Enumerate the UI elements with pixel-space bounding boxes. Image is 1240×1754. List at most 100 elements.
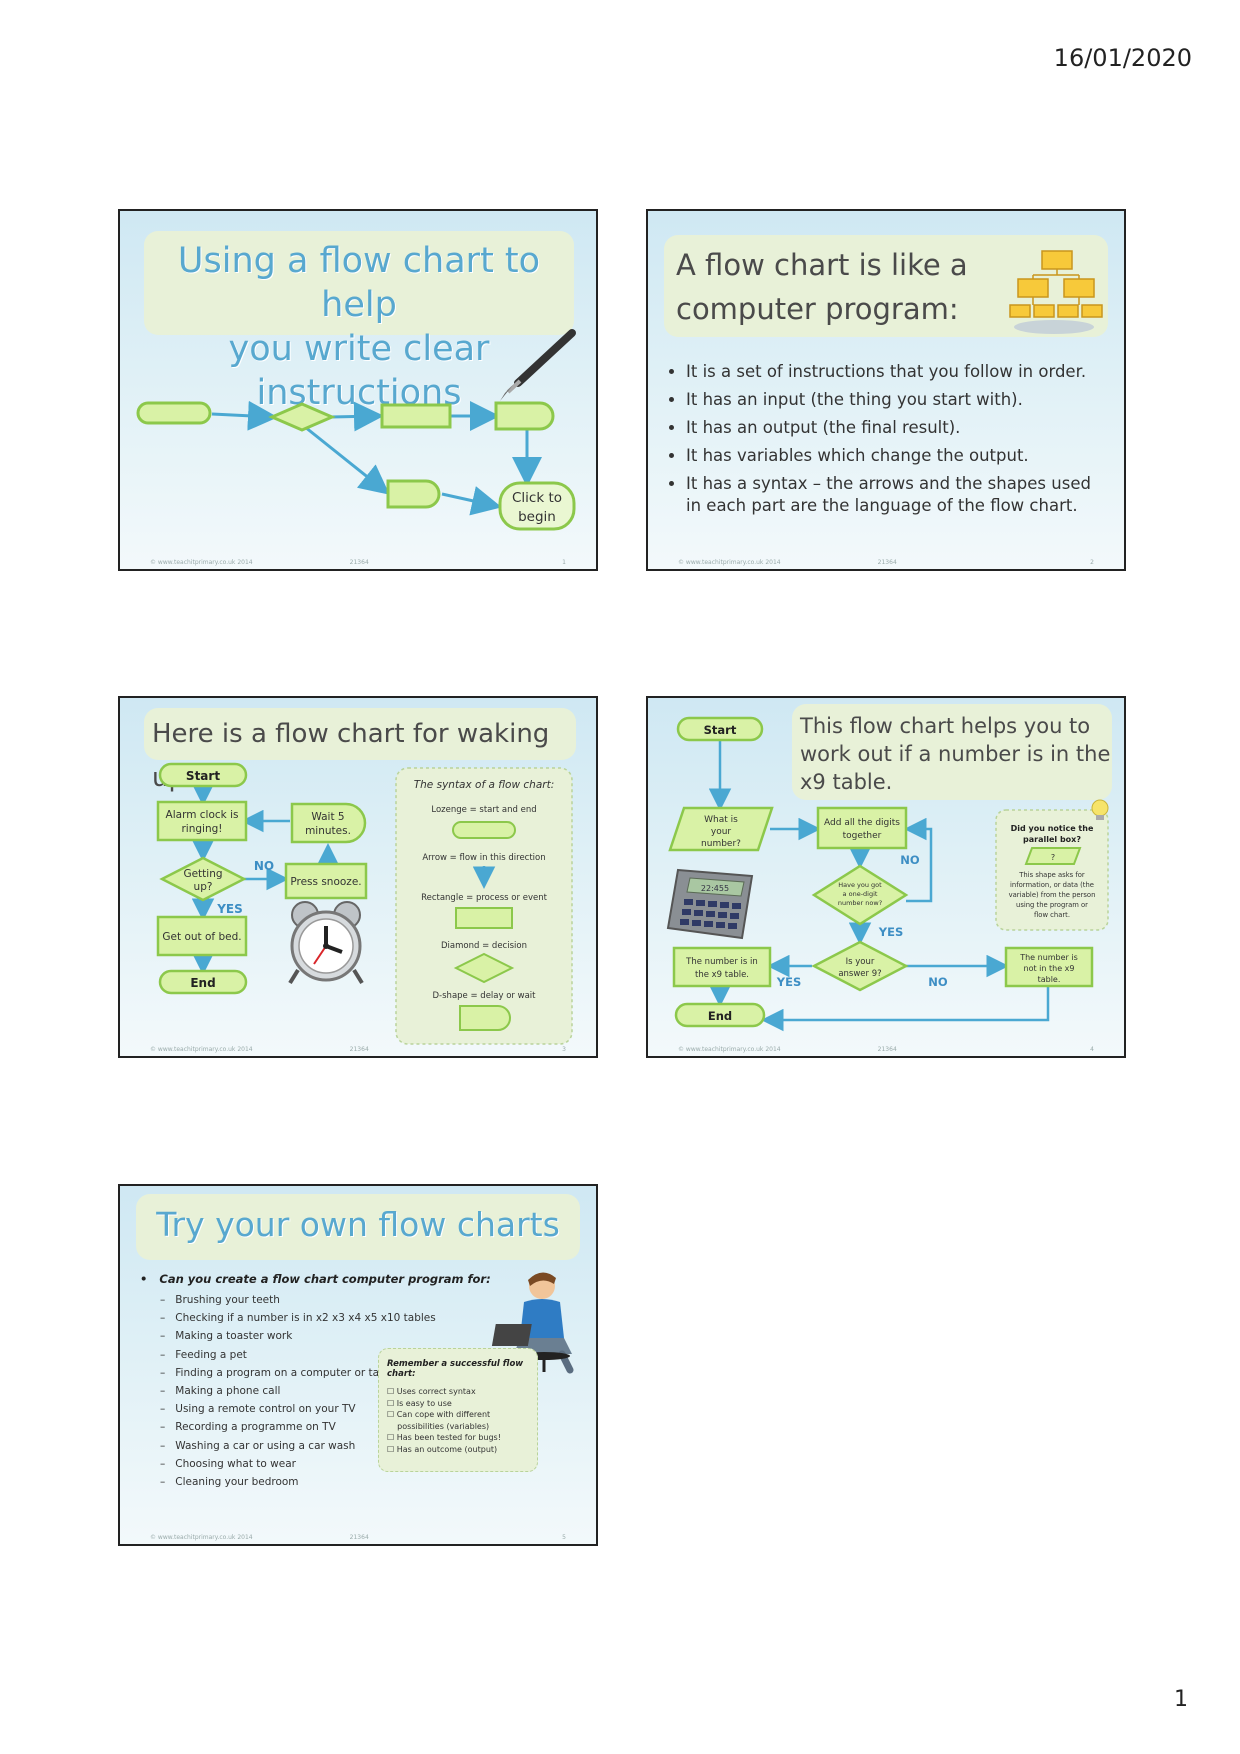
end-lozenge: End <box>674 1002 766 1028</box>
title-panel: Here is a flow chart for waking up <box>144 708 576 793</box>
bullet-item: It is a set of instructions that you fol… <box>686 361 1108 383</box>
task-list: – Brushing your teeth– Checking if a num… <box>160 1291 436 1491</box>
page-date: 16/01/2020 <box>1053 44 1192 72</box>
svg-text:Start: Start <box>704 723 737 737</box>
remember-panel: Remember a successful flow chart: ☐ Uses… <box>378 1348 538 1472</box>
svg-text:Add all the digits: Add all the digits <box>824 818 900 828</box>
slide-1[interactable]: Using a flow chart to help you write cle… <box>118 209 598 571</box>
slide-title: Try your own flow charts <box>156 1205 560 1244</box>
person-at-laptop-icon <box>491 1272 574 1374</box>
svg-text:minutes.: minutes. <box>305 825 351 837</box>
list-item: – Feeding a pet <box>160 1348 247 1361</box>
svg-text:Did you notice the: Did you notice the <box>1011 824 1094 833</box>
list-item: – Making a phone call <box>160 1385 281 1398</box>
svg-text:answer 9?: answer 9? <box>838 969 881 979</box>
flow-diagram: Click to begin <box>136 329 576 531</box>
svg-text:your: your <box>711 827 732 837</box>
svg-text:Arrow = flow in this direction: Arrow = flow in this direction <box>422 853 545 863</box>
question-bullet: • Can you create a flow chart computer p… <box>140 1272 491 1286</box>
svg-text:End: End <box>708 1009 732 1023</box>
calculator-icon: 22:455 <box>666 868 754 940</box>
checklist-item: ☐ Has an outcome (output) <box>387 1444 498 1454</box>
list-item: – Checking if a number is in x2 x3 x4 x5… <box>160 1312 436 1325</box>
slide-title: This flow chart helps you to work out if… <box>800 714 1111 794</box>
d-shape <box>386 479 441 509</box>
checklist-item: ☐ Is easy to use <box>387 1398 452 1408</box>
slide-2[interactable]: A flow chart is like a computer program:… <box>646 209 1126 571</box>
svg-text:Have you got: Have you got <box>838 881 882 889</box>
list-item: – Washing a car or using a car wash <box>160 1439 356 1452</box>
checkbox-icon: ☐ <box>387 1433 397 1443</box>
rectangle-shape <box>380 403 452 429</box>
slide-title: A flow chart is like a computer program: <box>676 248 968 326</box>
not-in-x9-table-box: The number is not in the x9 table. <box>1004 946 1094 988</box>
what-is-your-number-parallelogram: What is your number? <box>668 806 774 852</box>
press-snooze-box: Press snooze. <box>284 862 368 900</box>
svg-text:This shape asks for: This shape asks for <box>1018 871 1085 879</box>
svg-text:the x9 table.: the x9 table. <box>695 970 749 980</box>
svg-text:number?: number? <box>701 839 741 849</box>
page-number: 1 <box>1174 1687 1188 1712</box>
svg-text:Start: Start <box>186 769 220 783</box>
add-digits-box: Add all the digits together <box>816 806 908 850</box>
svg-text:Wait 5: Wait 5 <box>311 811 344 823</box>
start-lozenge: Start <box>676 716 764 742</box>
get-out-of-bed-box: Get out of bed. <box>156 915 248 957</box>
is-answer-9-diamond: Is your answer 9? <box>811 940 909 992</box>
checkbox-icon: ☐ <box>387 1410 397 1420</box>
svg-text:Press snooze.: Press snooze. <box>290 876 361 888</box>
click-to-begin-button[interactable]: Click to begin <box>498 481 576 531</box>
x9-flow-chart: Start What is your number? Add all the d… <box>666 716 1109 1032</box>
checkbox-icon: ☐ <box>387 1398 397 1408</box>
list-item: – Making a toaster work <box>160 1330 293 1343</box>
slide-4[interactable]: This flow chart helps you to work out if… <box>646 696 1126 1058</box>
svg-text:?: ? <box>1051 853 1055 862</box>
svg-text:Is your: Is your <box>846 957 875 967</box>
list-item: – Finding a program on a computer or tab… <box>160 1366 400 1379</box>
start-lozenge: Start <box>158 762 248 788</box>
yes-label: YES <box>216 902 243 916</box>
checkbox-icon: ☐ <box>387 1444 397 1454</box>
d-shape <box>494 401 555 431</box>
svg-text:Rectangle = process or event: Rectangle = process or event <box>421 893 548 903</box>
svg-text:The number is in: The number is in <box>685 957 758 967</box>
svg-text:up?: up? <box>194 881 213 893</box>
bullet-item: It has an output (the final result). <box>686 417 1108 439</box>
lozenge-shape <box>136 401 212 425</box>
checkbox-icon <box>387 1422 397 1431</box>
svg-text:information, or data (the: information, or data (the <box>1010 881 1094 889</box>
title-panel: Try your own flow charts <box>136 1194 580 1260</box>
bullet-list: It is a set of instructions that you fol… <box>668 361 1108 523</box>
checkbox-icon: ☐ <box>387 1387 397 1396</box>
flow-arrows <box>708 741 1050 1032</box>
svg-text:flow chart.: flow chart. <box>1034 911 1070 919</box>
list-item: – Cleaning your bedroom <box>160 1476 299 1489</box>
diamond-shape <box>268 402 336 432</box>
svg-text:not in the x9: not in the x9 <box>1024 964 1075 973</box>
waking-up-flow-chart: Start Alarm clock is ringing! Wait 5 min… <box>156 762 573 1045</box>
checklist-item: ☐ Can cope with different <box>387 1410 491 1420</box>
one-digit-diamond: Have you got a one-digit number now? <box>811 864 909 926</box>
slide-title: Here is a flow chart for waking up <box>152 719 550 793</box>
slide-3[interactable]: Here is a flow chart for waking up Start… <box>118 696 598 1058</box>
svg-text:Click to: Click to <box>512 490 562 506</box>
end-lozenge: End <box>158 969 248 995</box>
svg-text:Get out of bed.: Get out of bed. <box>162 931 241 943</box>
parallel-box-note: Did you notice the parallel box? ? This … <box>995 799 1109 931</box>
lightbulb-icon <box>1091 799 1109 820</box>
svg-text:together: together <box>843 831 882 841</box>
yes-label: YES <box>878 925 903 939</box>
list-item: – Using a remote control on your TV <box>160 1403 356 1416</box>
svg-text:22:455: 22:455 <box>701 884 729 893</box>
svg-text:Getting: Getting <box>183 868 222 880</box>
slide-5[interactable]: Try your own flow charts • Can you creat… <box>118 1184 598 1546</box>
svg-text:D-shape = delay or wait: D-shape = delay or wait <box>433 991 537 1001</box>
svg-text:parallel box?: parallel box? <box>1023 835 1081 844</box>
org-chart-icon <box>1009 250 1103 334</box>
alarm-clock-icon <box>288 901 364 985</box>
svg-text:begin: begin <box>518 509 556 525</box>
no-label: NO <box>254 859 274 873</box>
syntax-panel: The syntax of a flow chart: Lozenge = st… <box>395 767 573 1045</box>
svg-text:End: End <box>190 976 215 990</box>
svg-text:ringing!: ringing! <box>181 823 222 835</box>
